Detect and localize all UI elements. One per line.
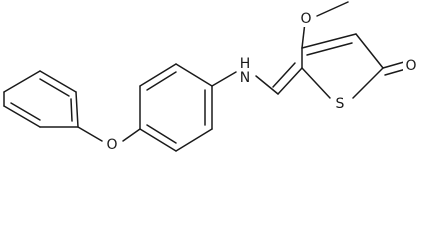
bond-ch-n xyxy=(255,75,279,95)
amine-hydrogen-label: H xyxy=(240,56,251,72)
bond-ar2-5 xyxy=(39,70,77,93)
carbonyl-oxygen-bg xyxy=(403,56,419,76)
bond-c4-c3 xyxy=(301,33,357,49)
ether-oxygen-label: O xyxy=(106,137,117,153)
ring-sulfur-label: S xyxy=(336,96,345,112)
bond-c5-ch xyxy=(277,67,303,95)
bond-ar1-o xyxy=(122,128,141,142)
bond-ar1-4 xyxy=(139,128,177,152)
ether-oxygen-bg xyxy=(104,136,120,154)
bond-s-c5 xyxy=(301,67,331,99)
bond-ar1-inner-1 xyxy=(146,71,177,91)
bond-ar2-2 xyxy=(3,105,41,128)
bond-ar2-4 xyxy=(3,70,41,93)
bond-ar2-6 xyxy=(75,91,79,128)
bond-ar2-inner-2 xyxy=(39,78,70,97)
methoxy-oxygen-bg xyxy=(299,11,314,27)
chemical-structure: O O S H N O xyxy=(3,1,419,154)
bond-c2-s xyxy=(352,67,384,99)
bond-c5-ch-double xyxy=(272,62,296,88)
bond-ar1-5 xyxy=(175,128,213,152)
amine-hydrogen-bg xyxy=(237,56,253,72)
bond-c2-o-double xyxy=(384,68,407,76)
bond-ar1-2 xyxy=(139,63,177,87)
bond-c2-o xyxy=(382,61,405,69)
amine-nitrogen-bg xyxy=(237,70,253,86)
methoxy-oxygen-label: O xyxy=(300,11,311,27)
bond-methyl-o xyxy=(316,1,349,17)
carbonyl-oxygen-label: O xyxy=(405,58,416,74)
bond-ar2-inner-3 xyxy=(70,98,73,122)
bond-ar1-inner-2 xyxy=(146,124,177,144)
bond-ar2-inner-1 xyxy=(10,102,41,121)
bond-o-ar2 xyxy=(77,126,103,142)
ring-sulfur-bg xyxy=(333,95,348,113)
bond-c3-c2 xyxy=(355,33,384,69)
amine-nitrogen-label: N xyxy=(240,70,250,86)
bond-c4-c3-double xyxy=(306,42,353,56)
bond-ar1-1 xyxy=(175,63,213,87)
bond-n-aryl xyxy=(211,71,237,87)
